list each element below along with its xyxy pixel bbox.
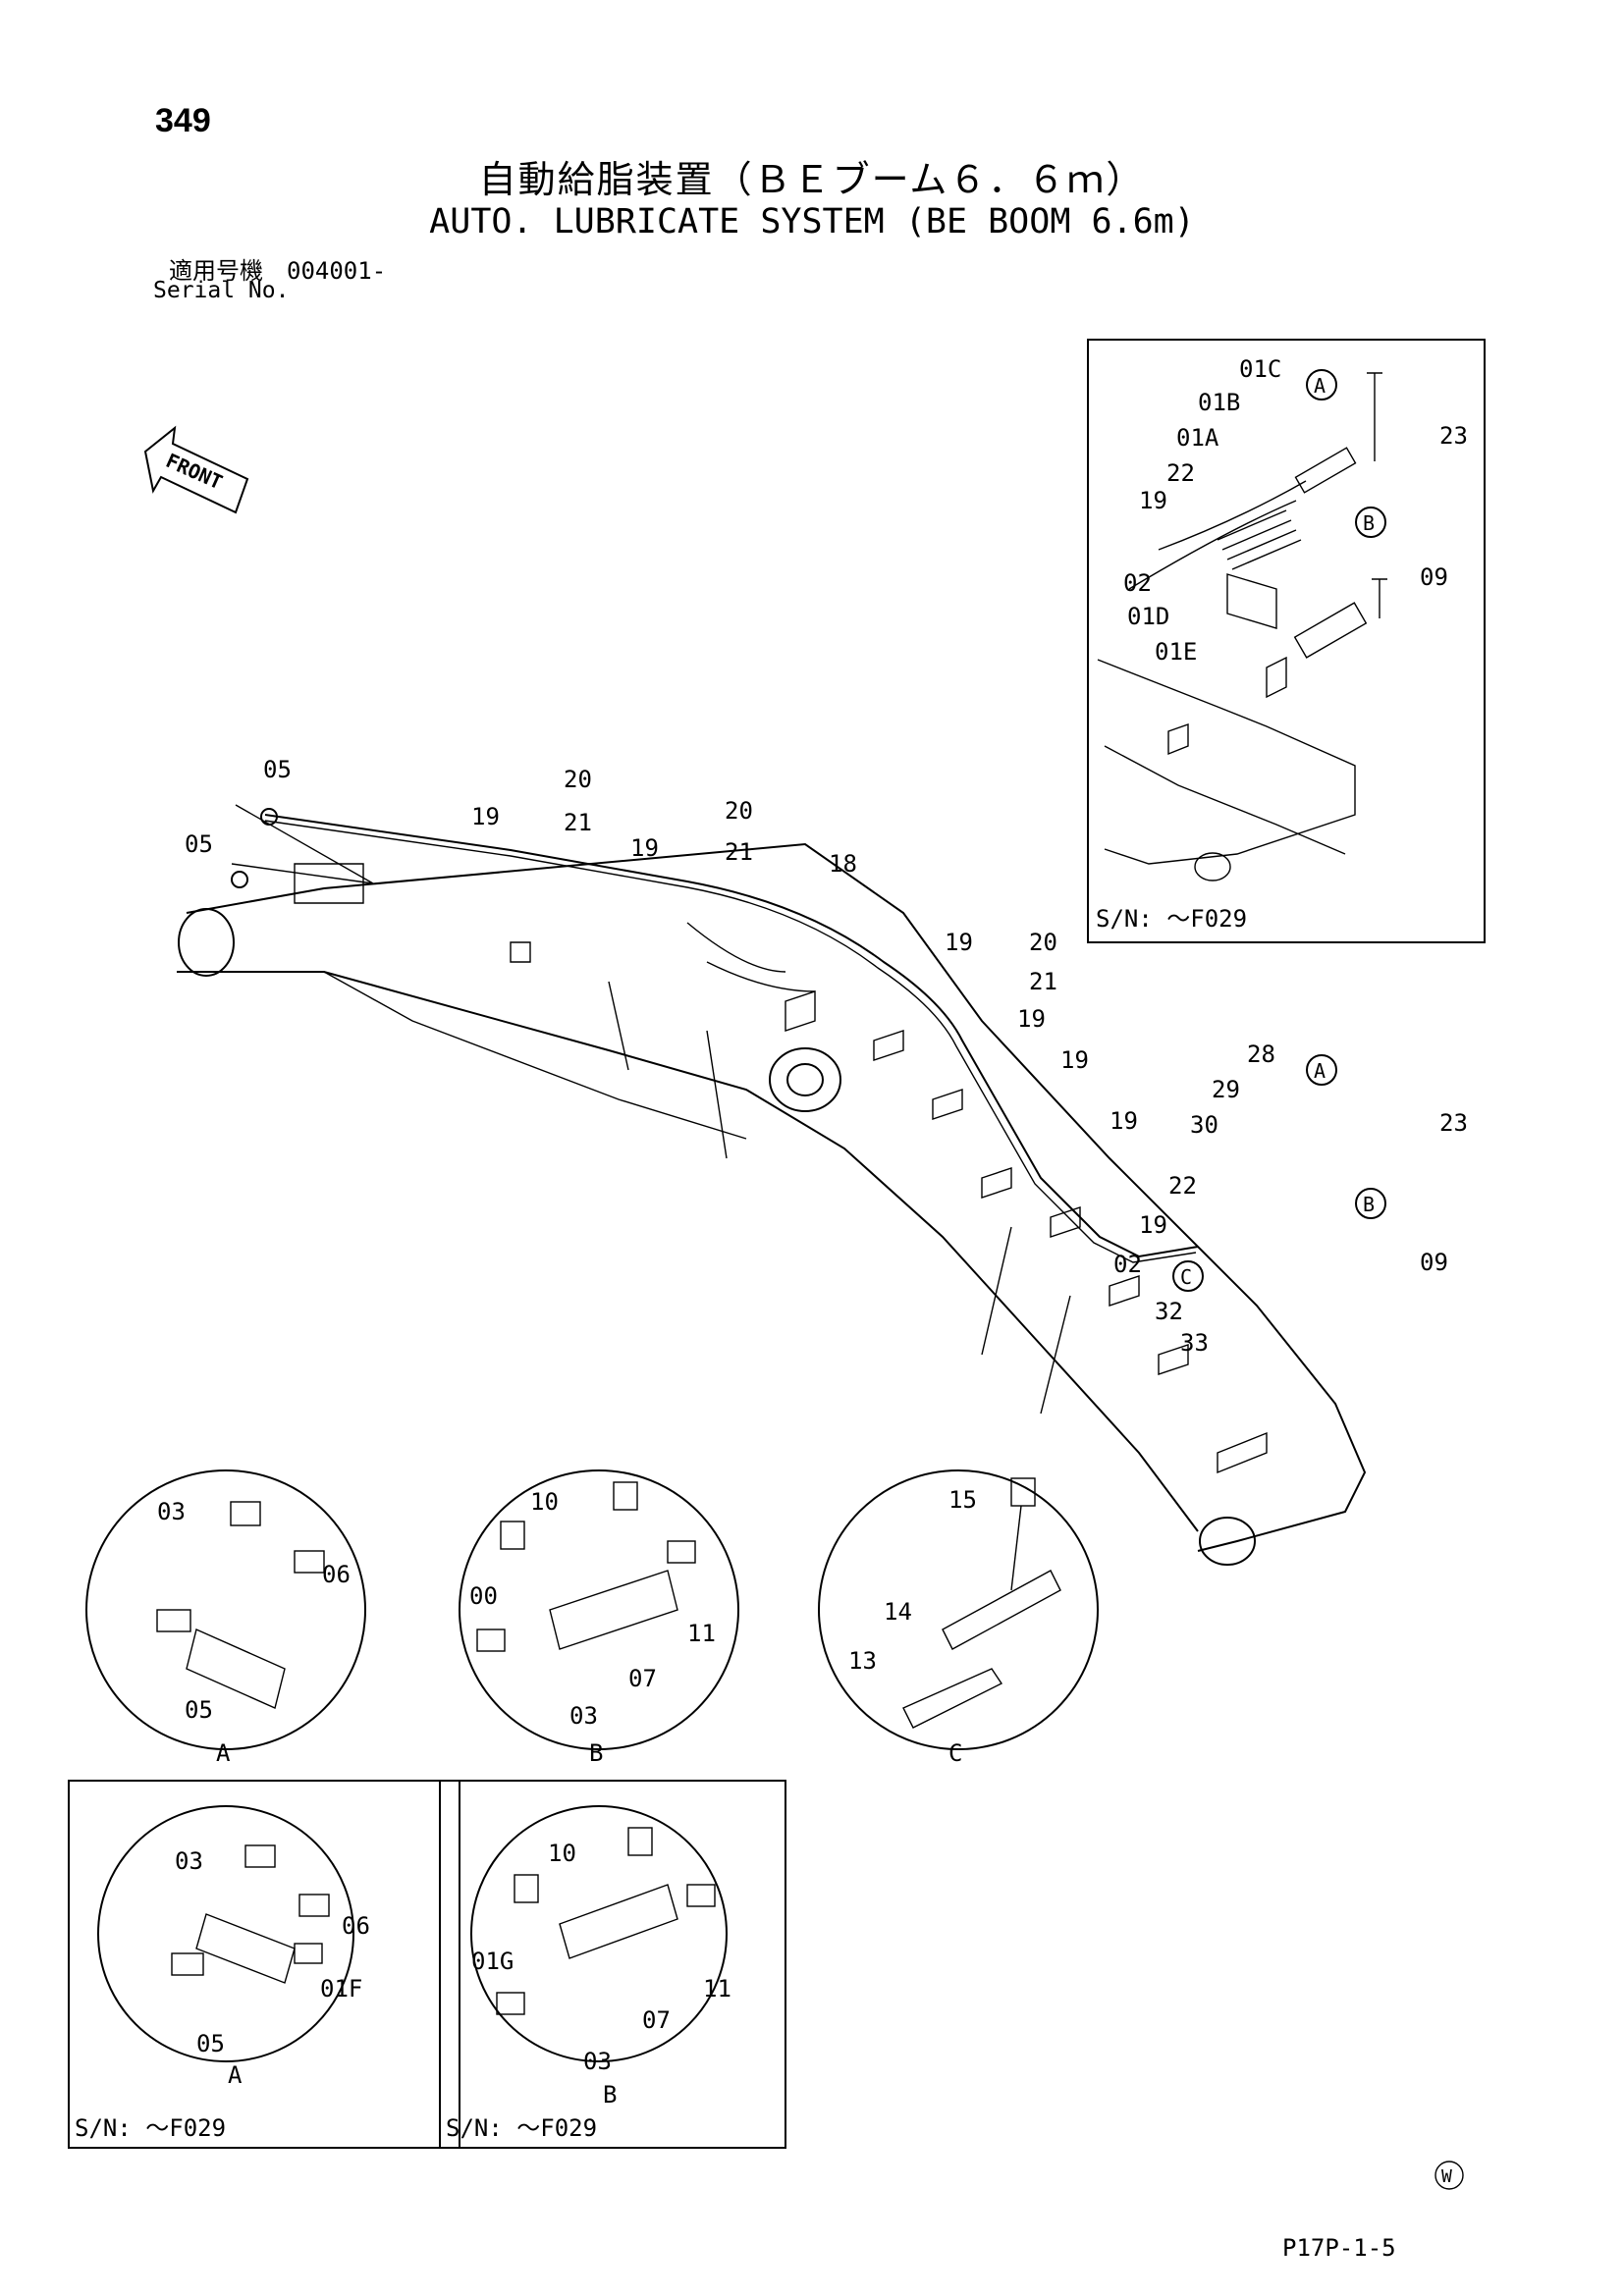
callout-22: 22 xyxy=(1168,1172,1197,1200)
main-callouts: 05 05 20 21 19 20 19 21 18 19 20 21 19 1… xyxy=(185,756,1468,1357)
callout-19: 19 xyxy=(1110,1107,1138,1135)
callout-01F: 01F xyxy=(320,1975,362,2002)
callout-18: 18 xyxy=(829,850,857,878)
drawing-reference: P17P-1-5 xyxy=(1282,2234,1396,2262)
corner-mark-circle xyxy=(1435,2161,1464,2190)
callout-19: 19 xyxy=(1139,487,1167,514)
callout-10: 10 xyxy=(530,1488,559,1516)
letter-A: A xyxy=(1314,374,1326,398)
callout-21: 21 xyxy=(1029,968,1057,995)
callout-13: 13 xyxy=(848,1647,877,1675)
callout-19: 19 xyxy=(471,803,500,830)
corner-mark: W xyxy=(1441,2166,1452,2187)
callout-05-upper: 05 xyxy=(263,756,292,783)
page-number: 349 xyxy=(155,102,211,139)
front-arrow-icon: FRONT xyxy=(143,425,249,514)
detail-label-B: B xyxy=(589,1739,603,1767)
callout-01D: 01D xyxy=(1127,603,1169,630)
detail-A: 03 06 05 A xyxy=(85,1469,366,1767)
callout-03: 03 xyxy=(157,1498,186,1525)
inset-callouts: 01C 01B 01A 22 19 02 01D 01E 23 09 S/N: … xyxy=(1096,355,1468,933)
callout-15: 15 xyxy=(948,1486,977,1514)
callout-21: 21 xyxy=(564,809,592,836)
old-detail-A: 03 06 01F 05 A S/N: ～F029 xyxy=(75,1805,370,2142)
callout-01C: 01C xyxy=(1239,355,1281,383)
callout-02: 02 xyxy=(1113,1251,1142,1278)
callout-01A: 01A xyxy=(1176,424,1219,452)
callout-33: 33 xyxy=(1180,1329,1209,1357)
callout-23: 23 xyxy=(1439,1109,1468,1137)
callout-01B: 01B xyxy=(1198,389,1240,416)
serial-row-jp: 適用号機 004001- xyxy=(169,251,386,286)
title-japanese: 自動給脂装置（ＢＥブーム６．６ｍ） xyxy=(478,158,1146,201)
callout-03: 03 xyxy=(175,1847,203,1875)
callout-30: 30 xyxy=(1190,1111,1218,1139)
callout-14: 14 xyxy=(884,1598,912,1626)
old-detail-B: 10 01G 11 07 03 B S/N: ～F029 xyxy=(446,1805,731,2142)
callout-19: 19 xyxy=(1017,1005,1046,1033)
serial-label-en: Serial No. xyxy=(153,278,290,303)
callout-00: 00 xyxy=(469,1582,498,1610)
callout-01G: 01G xyxy=(471,1948,514,1975)
detail-label-B-old: B xyxy=(603,2081,617,2109)
callout-05-lower: 05 xyxy=(185,830,213,858)
callout-21: 21 xyxy=(725,838,753,866)
callout-20: 20 xyxy=(564,766,592,793)
detail-B: 10 00 11 07 03 B xyxy=(459,1469,739,1767)
callout-05: 05 xyxy=(196,2030,225,2057)
callout-28: 28 xyxy=(1247,1041,1275,1068)
callout-22: 22 xyxy=(1166,459,1195,487)
callout-19: 19 xyxy=(945,929,973,956)
callout-03: 03 xyxy=(583,2048,612,2075)
callout-03: 03 xyxy=(569,1702,598,1730)
detail-C: 15 14 13 C xyxy=(818,1469,1099,1767)
callout-09: 09 xyxy=(1420,563,1448,591)
callout-07: 07 xyxy=(642,2006,671,2034)
letter-A: A xyxy=(1314,1059,1326,1083)
callout-05: 05 xyxy=(185,1696,213,1724)
callout-06: 06 xyxy=(322,1561,351,1588)
callout-19: 19 xyxy=(630,834,659,862)
grease-hose-line xyxy=(231,804,1199,1263)
serial-note-B-old: S/N: ～F029 xyxy=(446,2114,597,2142)
detail-label-A: A xyxy=(216,1739,231,1767)
callout-29: 29 xyxy=(1212,1076,1240,1103)
serial-note-A-old: S/N: ～F029 xyxy=(75,2114,226,2142)
letter-B: B xyxy=(1363,1193,1375,1216)
front-arrow-label: FRONT xyxy=(162,449,226,494)
callout-23: 23 xyxy=(1439,422,1468,450)
callout-32: 32 xyxy=(1155,1298,1183,1325)
serial-value: 004001- xyxy=(287,257,387,285)
callout-19: 19 xyxy=(1060,1046,1089,1074)
detail-label-C: C xyxy=(948,1739,962,1767)
callout-11: 11 xyxy=(687,1620,716,1647)
callout-01E: 01E xyxy=(1155,638,1197,666)
callout-09: 09 xyxy=(1420,1249,1448,1276)
letter-C: C xyxy=(1180,1265,1192,1289)
callout-06: 06 xyxy=(342,1912,370,1940)
callout-19: 19 xyxy=(1139,1211,1167,1239)
inset-serial-note: S/N: ～F029 xyxy=(1096,905,1247,933)
detail-label-A-old: A xyxy=(228,2061,243,2089)
callout-20: 20 xyxy=(1029,929,1057,956)
old-detail-A-frame xyxy=(68,1780,460,2149)
callout-11: 11 xyxy=(703,1975,731,2002)
boom-drawing xyxy=(177,842,1367,1566)
letter-B: B xyxy=(1363,511,1375,535)
callout-02: 02 xyxy=(1123,569,1152,597)
callout-07: 07 xyxy=(628,1665,657,1692)
title-english: AUTO. LUBRICATE SYSTEM (BE BOOM 6.6m) xyxy=(429,202,1195,241)
callout-20: 20 xyxy=(725,797,753,825)
inset-boom-drawing xyxy=(1097,372,1387,881)
callout-10: 10 xyxy=(548,1840,576,1867)
inset-frame-top-right xyxy=(1087,339,1486,943)
old-detail-B-frame xyxy=(439,1780,786,2149)
serial-label-jp: 適用号機 xyxy=(169,257,263,285)
